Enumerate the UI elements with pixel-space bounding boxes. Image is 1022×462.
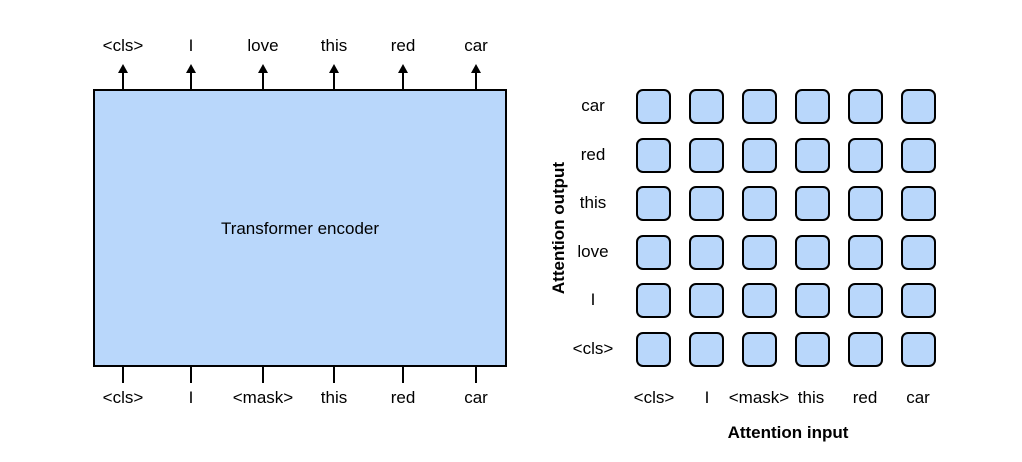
attention-cell: [795, 137, 830, 173]
output-arrow-shaft: [262, 70, 264, 89]
column-label: car: [906, 388, 930, 407]
attention-cell: [636, 283, 671, 319]
attention-cell: [795, 332, 830, 367]
attention-cell: [901, 234, 936, 270]
attention-cell: [848, 89, 883, 124]
input-line: [475, 367, 477, 383]
row-label: car: [581, 96, 605, 115]
attention-cell: [742, 89, 777, 124]
column-label: this: [797, 388, 825, 407]
input-token: car: [464, 388, 488, 407]
attention-cell: [901, 186, 936, 222]
output-token: car: [464, 36, 488, 55]
attention-cell: [636, 332, 671, 367]
input-line: [122, 367, 124, 383]
attention-cell: [901, 283, 936, 319]
output-arrow-shaft: [475, 70, 477, 89]
input-token: <mask>: [232, 388, 294, 407]
attention-cell: [848, 137, 883, 173]
column-label: I: [704, 388, 710, 407]
attention-cell: [848, 186, 883, 222]
attention-cell: [636, 186, 671, 222]
row-label: <cls>: [572, 339, 614, 358]
arrow-up-icon: [398, 64, 408, 73]
arrow-up-icon: [186, 64, 196, 73]
row-label: I: [590, 290, 596, 310]
attention-cell: [689, 283, 724, 319]
input-token: <cls>: [102, 388, 144, 407]
attention-cell: [636, 137, 671, 173]
input-line: [262, 367, 264, 383]
attention-cell: [848, 283, 883, 319]
attention-cell: [742, 186, 777, 222]
attention-cell: [795, 283, 830, 319]
attention-cell: [795, 186, 830, 222]
row-label: red: [580, 144, 606, 164]
x-axis-label: Attention input: [727, 423, 849, 442]
output-token: I: [188, 36, 194, 55]
attention-cell: [742, 332, 777, 367]
attention-cell: [901, 137, 936, 173]
attention-cell: [689, 137, 724, 173]
arrow-up-icon: [118, 64, 128, 73]
attention-cell: [795, 89, 830, 124]
input-line: [402, 367, 404, 383]
input-line: [190, 367, 192, 383]
attention-cell: [848, 234, 883, 270]
attention-cell: [901, 332, 936, 367]
attention-cell: [689, 332, 724, 367]
encoder-label: Transformer encoder: [220, 219, 380, 238]
attention-cell: [742, 137, 777, 173]
attention-cell: [689, 89, 724, 124]
input-token: this: [320, 388, 348, 407]
attention-cell: [636, 89, 671, 124]
output-token: this: [320, 36, 348, 55]
output-token: <cls>: [102, 36, 144, 55]
row-label: love: [577, 241, 609, 261]
attention-cell: [848, 332, 883, 367]
attention-cell: [636, 234, 671, 270]
input-line: [333, 367, 335, 383]
attention-cell: [742, 234, 777, 270]
transformer-encoder-block: Transformer encoder: [93, 89, 507, 367]
output-arrow-shaft: [402, 70, 404, 89]
column-label: <mask>: [728, 388, 790, 407]
output-token: red: [390, 36, 416, 55]
attention-cell: [795, 234, 830, 270]
input-token: red: [390, 388, 416, 407]
output-arrow-shaft: [190, 70, 192, 89]
attention-cell: [742, 283, 777, 319]
arrow-up-icon: [329, 64, 339, 73]
arrow-up-icon: [258, 64, 268, 73]
row-label: this: [579, 193, 607, 213]
attention-cell: [689, 186, 724, 222]
y-axis-label: Attention output: [549, 161, 568, 295]
output-arrow-shaft: [333, 70, 335, 89]
input-token: I: [188, 388, 194, 407]
arrow-up-icon: [471, 64, 481, 73]
column-label: red: [852, 388, 878, 407]
output-arrow-shaft: [122, 70, 124, 89]
output-token: love: [247, 36, 279, 55]
attention-cell: [901, 89, 936, 124]
attention-cell: [689, 234, 724, 270]
column-label: <cls>: [633, 388, 675, 407]
